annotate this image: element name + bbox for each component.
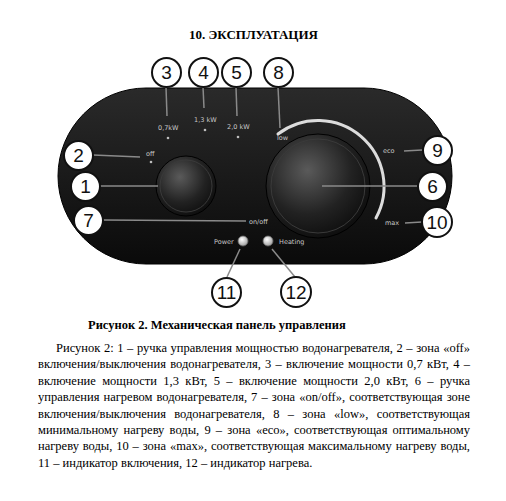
callout-number: 1: [80, 177, 91, 196]
callout-number: 11: [217, 283, 237, 302]
figure-description: Рисунок 2: 1 – ручка управления мощность…: [38, 340, 470, 471]
callout-number: 8: [273, 63, 284, 82]
callout-circle: 10: [421, 206, 453, 238]
callout-number: 2: [73, 146, 84, 165]
panel-label: eco: [383, 147, 395, 155]
callout-number: 9: [432, 141, 443, 160]
panel-label: Heating: [279, 238, 304, 246]
callout-circle: 8: [263, 57, 294, 88]
panel-label: 2,0 kW: [227, 123, 250, 131]
callout-circle: 7: [73, 205, 104, 236]
callout-circle: 1: [70, 171, 101, 202]
panel-label: max: [385, 219, 399, 227]
panel-label: 0,7kW: [158, 124, 179, 132]
panel-label: on/off: [249, 218, 268, 226]
panel-label: Power: [214, 238, 234, 246]
callout-circle: 5: [221, 57, 252, 88]
callout-number: 6: [427, 177, 438, 196]
panel-label: off: [146, 150, 154, 158]
callout-circle: 11: [211, 277, 242, 308]
callout-number: 4: [198, 63, 209, 82]
callout-number: 7: [83, 211, 94, 230]
callout-number: 10: [426, 213, 447, 232]
leader-lines: [93, 87, 422, 277]
callout-circle: 2: [63, 140, 94, 171]
callout-circle: 3: [151, 57, 182, 88]
callout-circle: 9: [422, 135, 453, 166]
page-heading: 10. ЭКСПЛУАТАЦИЯ: [189, 27, 318, 43]
panel-label: low: [277, 134, 288, 142]
callout-number: 12: [285, 283, 306, 302]
panel-label: 1,3 kW: [194, 116, 217, 124]
position-dots: [150, 129, 240, 164]
callout-number: 5: [231, 63, 242, 82]
power-indicator: [238, 236, 248, 246]
figure-caption: Рисунок 2. Механическая панель управлени…: [88, 318, 346, 333]
control-panel: [58, 88, 452, 264]
callout-circle: 4: [188, 57, 219, 88]
callout-circle: 6: [417, 171, 448, 202]
callout-number: 3: [161, 63, 172, 82]
power-knob: [156, 156, 216, 216]
heating-indicator: [263, 236, 273, 246]
callout-circle: 12: [280, 276, 312, 308]
power-knob-rim: [160, 160, 212, 212]
